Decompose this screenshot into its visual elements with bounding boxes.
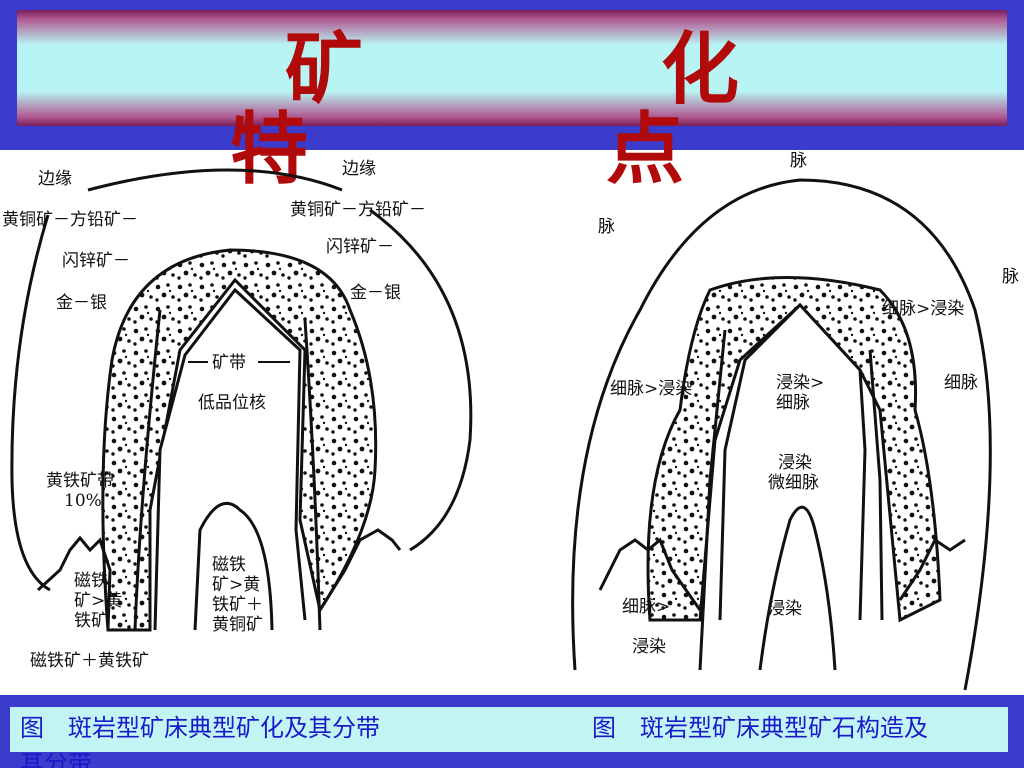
title-box: 矿 化 特 点 [17,10,1007,190]
right-gold-label: 金－银 [350,283,401,303]
mag-left-line3: 铁矿 [74,611,108,631]
mag-center-line3: 铁矿＋ [212,595,263,615]
diss-gt-vein-line1: 浸染> [776,373,824,393]
diss-micro-line2: 微细脉 [768,473,819,493]
pyrite-zone-percent: 10% [64,491,102,511]
left-edge-label: 边缘 [38,169,72,189]
right-labels: 脉 脉 脉 细脉>浸染 细脉>浸染 细脉 浸染> 细脉 浸染 微细脉 浸染 细脉… [598,151,1019,657]
left-zinc-label: 闪锌矿－ [62,251,130,271]
left-ragged-margin-right [318,528,402,611]
left-core-outline [153,287,307,631]
low-grade-core-label: 低品位核 [198,393,266,413]
left-outer-shell-left [10,214,51,592]
mag-center-line1: 磁铁 [212,555,246,575]
page-title: 矿 化 特 点 [229,24,1024,195]
left-outer-label: 黄铜矿－方铅矿－ [2,210,138,230]
right-zinc-label: 闪锌矿－ [326,237,394,257]
mag-center-line4: 黄铜矿 [212,615,263,635]
left-fracture-b [303,319,322,631]
left-ragged-margin-left [36,535,112,631]
mag-left-line2: 矿>黄 [74,591,122,611]
diss-gt-vein-line2: 细脉 [776,393,810,413]
mineralization-diagrams: 边缘 边缘 黄铜矿－方铅矿－ 黄铜矿－方铅矿－ 闪锌矿－ 闪锌矿－ 金－银 金－… [2,151,1019,691]
right-fracture-a [698,329,727,671]
pyrite-zone-label: 黄铁矿带 [46,471,114,491]
right-fracture-b [868,349,884,621]
caption-box: 图 斑岩型矿床典型矿化及其分带 图 斑岩型矿床典型矿石构造及 [10,707,1008,752]
vein-left-label: 脉 [598,217,615,237]
left-vein-gt-diss: 细脉>浸染 [610,379,692,399]
vein-top-label: 脉 [790,151,807,171]
vein-right-label: 脉 [1002,267,1019,287]
mag-center-line2: 矿>黄 [212,575,260,595]
left-fracture-a [133,309,162,631]
fine-vein-label: 细脉 [944,373,978,393]
right-disseminated-core [758,505,837,671]
left-magnetite-core [193,501,274,631]
caption-banner: 图 斑岩型矿床典型矿化及其分带 图 斑岩型矿床典型矿石构造及 其分带 [0,695,1024,768]
left-figure-caption: 图 斑岩型矿床典型矿化及其分带 [20,714,380,742]
right-ragged-margin-left [598,537,702,611]
diss-bottom-label: 浸染 [632,637,666,657]
left-outer-shell [87,168,343,192]
vein-gt-label: 细脉> [622,597,670,617]
right-ragged-margin-right [898,537,966,601]
left-labels: 边缘 边缘 黄铜矿－方铅矿－ 黄铜矿－方铅矿－ 闪锌矿－ 闪锌矿－ 金－银 金－… [2,159,426,671]
caption-overflow-text: 其分带 [20,753,92,768]
right-outer-arc [571,178,992,691]
right-edge-label: 边缘 [342,159,376,179]
diss-micro-line1: 浸染 [778,453,812,473]
right-inner-core [718,302,867,621]
left-gold-label: 金－银 [56,293,107,313]
right-structure-diagram [571,178,992,691]
mag-left-line1: 磁铁 [74,571,108,591]
title-banner: 矿 化 特 点 [0,0,1024,190]
diss-center-label: 浸染 [768,599,802,619]
right-vein-gt-diss: 细脉>浸染 [882,299,964,319]
left-zoning-diagram [10,168,473,632]
left-outer-shell-right [369,208,473,552]
bottom-label: 磁铁矿＋黄铁矿 [30,651,149,671]
right-figure-caption: 图 斑岩型矿床典型矿石构造及 [592,714,928,742]
right-outer-label: 黄铜矿－方铅矿－ [290,200,426,220]
ore-zone-label: 矿带 [212,353,246,373]
